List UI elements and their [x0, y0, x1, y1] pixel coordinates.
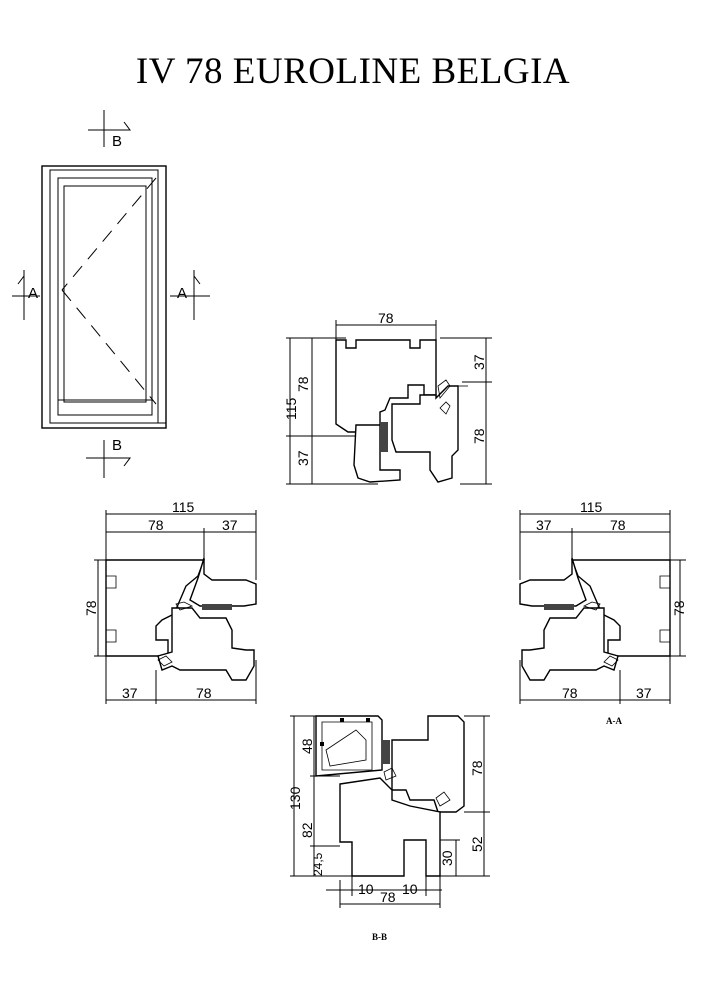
opening-indicator-upper — [61, 177, 157, 291]
dim-bottom-height-total: 130 — [287, 786, 303, 810]
dim-bottom-b: 10 — [402, 881, 418, 897]
dim-top-right-bottom: 78 — [471, 428, 487, 444]
marker-label-bottom: B — [112, 437, 122, 454]
dim-left-top-b: 37 — [222, 517, 238, 533]
section-label-bb: B-B — [372, 932, 387, 942]
marker-label-right: A — [177, 285, 187, 302]
dim-bottom-height-lower: 82 — [299, 822, 315, 838]
opening-indicator-lower — [61, 289, 157, 405]
dim-bottom-total: 78 — [380, 889, 396, 905]
right-section-profile — [519, 557, 671, 681]
dim-right-top-b: 78 — [610, 517, 626, 533]
drawing-title: IV 78 EUROLINE BELGIA — [135, 51, 571, 92]
dim-top-height-frame: 78 — [295, 376, 311, 392]
dim-left-total: 115 — [172, 499, 195, 515]
dim-right-bottom-a: 78 — [562, 685, 578, 701]
bottom-section-profile — [315, 715, 465, 877]
right-section-dimensions: 115 37 78 78 37 78 — [519, 499, 687, 704]
marker-label-top: B — [112, 133, 122, 150]
section-marker-bottom: B — [86, 437, 131, 478]
top-section-profile — [335, 339, 468, 483]
dim-top-height-lower: 37 — [295, 450, 311, 466]
window-glass-outline — [63, 185, 147, 403]
dim-bottom-right-lower: 52 — [469, 836, 485, 852]
dim-bottom-a: 10 — [358, 881, 374, 897]
window-elevation — [41, 165, 167, 429]
dim-right-bottom-b: 37 — [636, 685, 652, 701]
window-sash-outer — [57, 177, 153, 416]
dim-right-height: 78 — [671, 600, 687, 616]
dim-left-height: 78 — [83, 600, 99, 616]
dim-left-bottom-a: 37 — [122, 685, 138, 701]
left-section-dimensions: 115 78 37 37 78 78 — [83, 499, 257, 704]
section-marker-right: A — [170, 270, 210, 320]
section-marker-left: A — [12, 270, 40, 320]
dim-top-right-top: 37 — [471, 354, 487, 370]
dim-bottom-height-sill: 24,5 — [311, 852, 325, 876]
dim-left-top-a: 78 — [148, 517, 164, 533]
dim-top-width: 78 — [378, 310, 394, 326]
dim-left-bottom-b: 78 — [196, 685, 212, 701]
top-section-dimensions: 78 115 78 37 37 78 — [283, 310, 492, 485]
dim-bottom-right-upper: 78 — [469, 760, 485, 776]
dim-bottom-right-inner: 30 — [439, 850, 455, 866]
section-marker-top: B — [88, 110, 131, 150]
dim-top-height-total: 115 — [283, 397, 299, 420]
marker-label-left: A — [28, 285, 38, 302]
dim-bottom-height-upper: 48 — [299, 738, 315, 754]
bottom-section-dimensions: 130 48 82 24,5 78 52 30 10 10 78 — [287, 715, 490, 908]
dim-right-total: 115 — [580, 499, 603, 515]
left-section-profile — [105, 557, 257, 681]
window-frame-outline — [41, 165, 167, 429]
dim-right-top-a: 37 — [536, 517, 552, 533]
section-label-aa: A-A — [606, 716, 622, 726]
